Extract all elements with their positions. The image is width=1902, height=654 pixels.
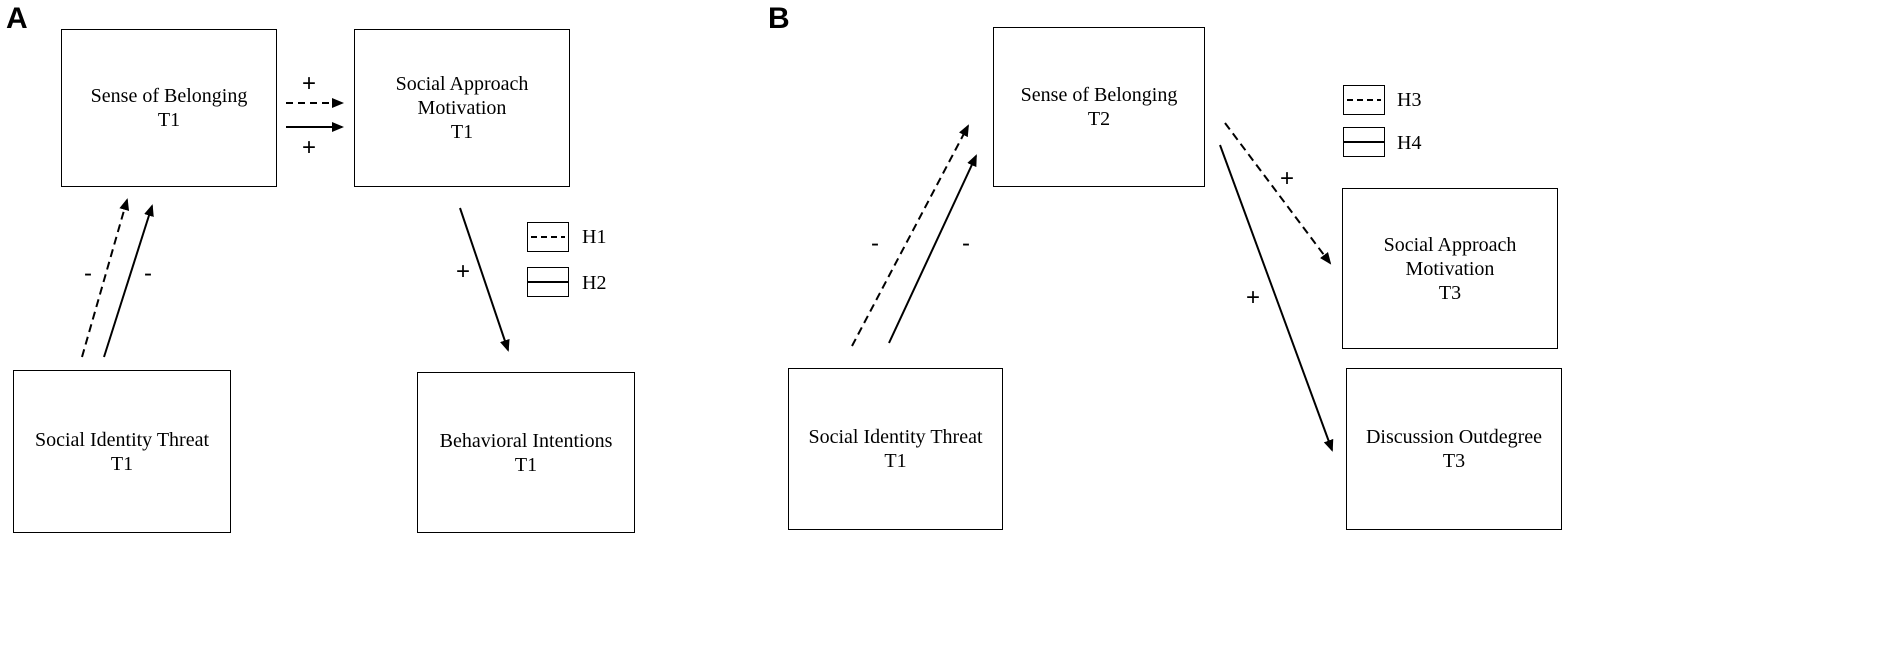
- sign-a-threat-belong-solid: -: [144, 260, 152, 287]
- node-a-behavioral-intentions: Behavioral Intentions T1: [417, 372, 635, 533]
- node-b-discussion-outdegree: Discussion Outdegree T3: [1346, 368, 1562, 530]
- sign-b-threat-belong-solid: -: [962, 230, 970, 257]
- arrow-a-approach-behavioral: [459, 207, 510, 352]
- arrow-b-belong-outdegree: [1219, 144, 1334, 452]
- node-a-social-approach-motivation: Social Approach Motivation T1: [354, 29, 570, 187]
- arrow-b-belong-approach: [1224, 122, 1332, 265]
- legend-b-solid-swatch: [1343, 127, 1385, 157]
- arrow-a-threat-belong-solid: [103, 204, 154, 358]
- legend-b-dashed-label: H3: [1397, 89, 1422, 111]
- node-time: T2: [1087, 108, 1111, 130]
- sign-b-threat-belong-dashed: -: [871, 230, 879, 257]
- node-time: T1: [884, 450, 907, 472]
- node-label: Social Approach: [395, 73, 529, 95]
- node-label-2: Motivation: [417, 97, 507, 119]
- sign-b-belong-approach: +: [1280, 165, 1295, 192]
- node-label: Social Approach: [1383, 233, 1517, 256]
- node-label: Social Identity Threat: [34, 428, 210, 451]
- node-a-sense-of-belonging: Sense of Belonging T1: [61, 29, 277, 187]
- node-label: Behavioral Intentions: [439, 429, 613, 452]
- legend-a-dashed-label: H1: [582, 226, 607, 248]
- sign-b-belong-outdegree: +: [1246, 284, 1261, 311]
- node-label: Sense of Belonging: [90, 85, 248, 107]
- sign-a-belong-approach-dashed: +: [302, 70, 317, 97]
- legend-a-solid-swatch: [527, 267, 569, 297]
- node-label-2: Motivation: [1405, 257, 1495, 280]
- arrow-a-threat-belong-dashed: [81, 198, 130, 358]
- panel-a-label: A: [6, 2, 28, 35]
- arrow-b-threat-belong-dashed: [851, 124, 969, 347]
- node-label: Discussion Outdegree: [1365, 426, 1543, 448]
- node-time: T1: [514, 453, 538, 476]
- node-b-sense-of-belonging: Sense of Belonging T2: [993, 27, 1205, 187]
- node-a-social-identity-threat: Social Identity Threat T1: [13, 370, 231, 533]
- node-time: T1: [450, 121, 474, 143]
- legend-a-dashed-swatch: [527, 222, 569, 252]
- node-label: Social Identity Threat: [808, 426, 983, 448]
- sign-a-threat-belong-dashed: -: [84, 260, 92, 287]
- arrow-b-threat-belong-solid: [888, 154, 977, 344]
- node-b-social-approach-motivation: Social Approach Motivation T3: [1342, 188, 1558, 349]
- node-time: T1: [110, 452, 134, 475]
- legend-a-solid-label: H2: [582, 272, 607, 294]
- sign-a-approach-behavioral: +: [456, 258, 471, 285]
- legend-b-solid-label: H4: [1397, 132, 1422, 154]
- node-time: T1: [157, 109, 181, 131]
- node-label: Sense of Belonging: [1020, 84, 1178, 106]
- sign-a-belong-approach-solid: +: [302, 134, 317, 161]
- legend-b-dashed-swatch: [1343, 85, 1385, 115]
- panel-b-label: B: [768, 2, 790, 35]
- node-b-social-identity-threat: Social Identity Threat T1: [788, 368, 1003, 530]
- node-time: T3: [1438, 281, 1462, 304]
- node-time: T3: [1442, 450, 1466, 472]
